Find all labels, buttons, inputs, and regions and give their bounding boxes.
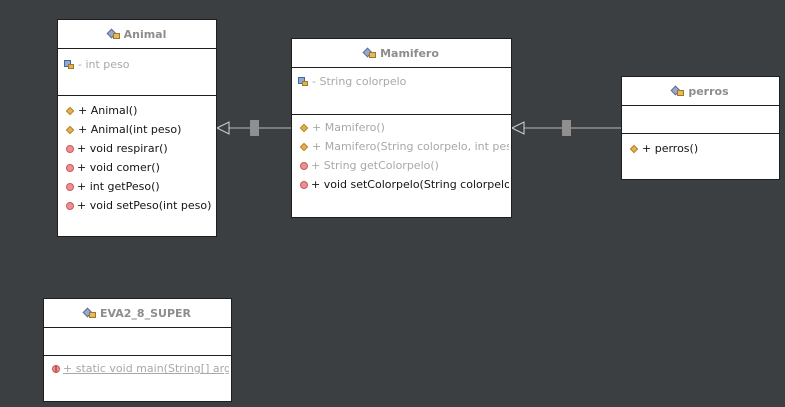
attributes-section: [44, 328, 231, 356]
attribute-row[interactable]: - int peso: [64, 57, 214, 72]
class-icon: [670, 85, 685, 97]
class-header[interactable]: Animal: [58, 20, 216, 49]
class-animal[interactable]: Animal - int peso + Animal() + Animal(in…: [57, 19, 217, 237]
method-row[interactable]: + int getPeso(): [66, 179, 214, 194]
constructor-icon: [300, 142, 309, 151]
class-icon: [82, 307, 96, 319]
connector-handle[interactable]: [562, 120, 571, 136]
constructor-row[interactable]: + perros(): [630, 141, 777, 156]
constructor-icon: [66, 106, 75, 115]
class-header[interactable]: EVA2_8_SUPER: [44, 299, 231, 328]
constructor-row[interactable]: + Animal(): [66, 103, 214, 118]
perros-to-mamifero-generalization[interactable]: [510, 120, 621, 136]
method-icon: [66, 163, 74, 172]
method-row[interactable]: + void respirar(): [66, 141, 214, 156]
class-perros[interactable]: perros + perros(): [621, 76, 780, 180]
class-header[interactable]: Mamifero: [292, 39, 511, 68]
inheritance-arrowhead: [215, 121, 230, 135]
class-header[interactable]: perros: [622, 77, 779, 106]
method-icon: [66, 144, 74, 153]
method-row[interactable]: + String getColorpelo(): [300, 158, 509, 173]
static-method-icon: [52, 364, 60, 373]
mamifero-to-animal-generalization[interactable]: [215, 120, 291, 136]
field-icon: [64, 59, 75, 70]
attributes-section: - String colorpelo: [292, 68, 511, 115]
class-name: Animal: [123, 27, 167, 41]
method-icon: [300, 161, 308, 170]
class-name: perros: [688, 84, 729, 98]
static-method-row[interactable]: + static void main(String[] args): [52, 361, 229, 376]
class-icon: [362, 47, 377, 59]
class-icon: [106, 28, 120, 40]
inheritance-arrowhead: [510, 121, 525, 135]
class-name: EVA2_8_SUPER: [99, 306, 191, 320]
method-icon: [66, 182, 74, 191]
class-mamifero[interactable]: Mamifero - String colorpelo + Mamifero()…: [291, 38, 512, 218]
method-row[interactable]: + void setPeso(int peso): [66, 198, 214, 213]
method-icon: [66, 201, 74, 210]
constructor-row[interactable]: + Animal(int peso): [66, 122, 214, 137]
constructor-row[interactable]: + Mamifero(String colorpelo, int peso): [300, 139, 509, 154]
constructor-icon: [300, 123, 309, 132]
constructor-icon: [66, 125, 75, 134]
class-name: Mamifero: [380, 46, 439, 60]
connector-handle[interactable]: [250, 120, 259, 136]
attributes-section: [622, 106, 779, 134]
constructor-icon: [630, 144, 639, 153]
method-row[interactable]: + void comer(): [66, 160, 214, 175]
field-icon: [298, 76, 309, 87]
attribute-row[interactable]: - String colorpelo: [298, 74, 509, 89]
attributes-section: - int peso: [58, 49, 216, 96]
method-row[interactable]: + void setColorpelo(String colorpelo): [300, 177, 509, 192]
method-icon: [300, 180, 308, 189]
class-eva2-8-super[interactable]: EVA2_8_SUPER + static void main(String[]…: [43, 298, 232, 402]
constructor-row[interactable]: + Mamifero(): [300, 120, 509, 135]
